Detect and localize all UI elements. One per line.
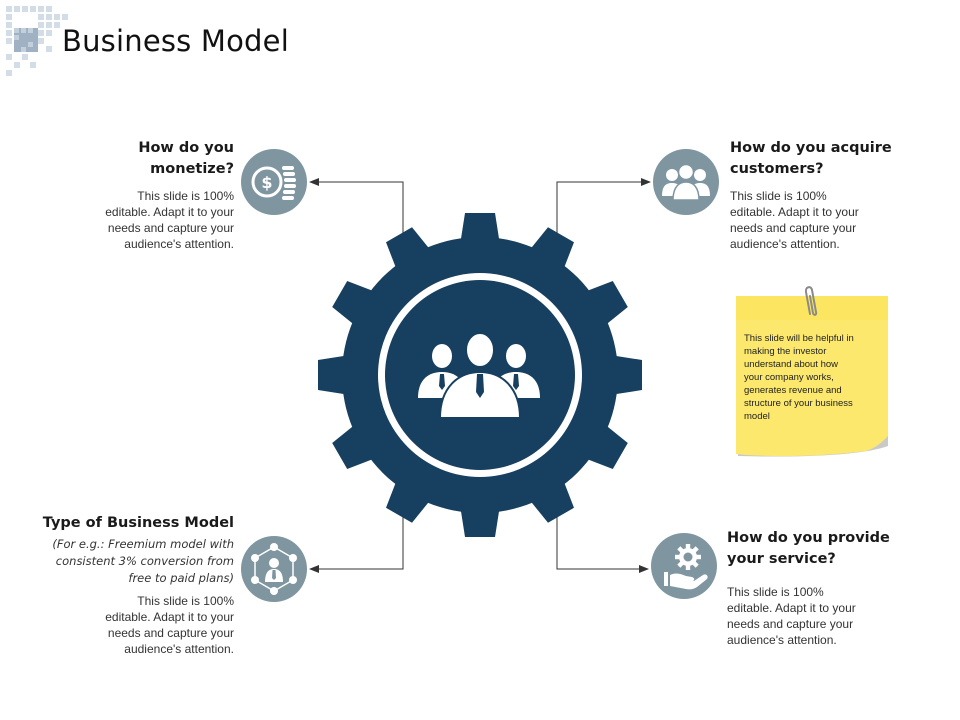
sticky-line: generates revenue and xyxy=(744,385,842,396)
sticky-note-text: This slide will be helpful in making the… xyxy=(744,332,878,423)
dollar-coins-icon: $ xyxy=(241,149,307,215)
small-gear-tooth xyxy=(677,560,685,568)
sticky-line: your company works, xyxy=(744,372,834,383)
service-desc-line: audience's attention. xyxy=(727,633,837,647)
monetize-desc-line: This slide is 100% xyxy=(137,189,234,203)
type-desc-line: editable. Adapt it to your xyxy=(105,610,234,624)
gear-tooth xyxy=(610,355,642,395)
decorative-squares xyxy=(6,6,68,76)
small-gear-tooth xyxy=(685,544,691,550)
small-gear-tooth xyxy=(685,564,691,570)
business-model-type-note: (For e.g.: Freemium model with consisten… xyxy=(34,536,234,587)
note-line: (For e.g.: Freemium model with xyxy=(52,537,234,551)
monetize-heading-line2: monetize? xyxy=(150,161,234,177)
gear-tooth xyxy=(582,281,628,328)
gear-tooth xyxy=(460,213,500,245)
sticky-line: This slide will be helpful in xyxy=(744,333,854,344)
acquire-customers-heading: How do you acquire customers? xyxy=(730,138,910,180)
gear-hand-icon xyxy=(651,533,717,599)
business-model-type-heading: Type of Business Model xyxy=(42,515,234,531)
gear-tooth xyxy=(386,227,433,273)
business-team-icon xyxy=(418,332,540,419)
connector-bottom-left xyxy=(309,505,404,573)
provide-service-block: How do you provide your service? This sl… xyxy=(727,528,907,648)
monetize-desc-line: editable. Adapt it to your xyxy=(105,205,234,219)
small-gear-tooth xyxy=(691,560,699,568)
svg-text:$: $ xyxy=(261,173,272,192)
gear-tooth xyxy=(318,355,350,395)
business-model-type-block: Type of Business Model (For e.g.: Freemi… xyxy=(34,513,234,657)
acquire-desc-line: This slide is 100% xyxy=(730,189,827,203)
acquire-heading-line2: customers? xyxy=(730,161,824,177)
type-desc-line: This slide is 100% xyxy=(137,594,234,608)
page-title: Business Model xyxy=(62,24,289,58)
service-heading-line1: How do you provide xyxy=(727,530,890,546)
sticky-note: This slide will be helpful in making the… xyxy=(736,286,888,458)
connector-top-left xyxy=(309,178,404,285)
gear-tooth xyxy=(332,281,378,328)
type-desc-line: audience's attention. xyxy=(124,642,234,656)
note-line: free to paid plans) xyxy=(128,571,234,585)
service-desc-line: needs and capture your xyxy=(727,617,854,631)
provide-service-heading: How do you provide your service? xyxy=(727,528,907,570)
service-heading-line2: your service? xyxy=(727,551,836,567)
gear-tooth xyxy=(332,422,378,469)
connector-top-right xyxy=(556,178,651,285)
sticky-line: model xyxy=(744,411,770,422)
gear-tooth xyxy=(386,477,433,523)
acquire-customers-description: This slide is 100% editable. Adapt it to… xyxy=(730,188,910,252)
paperclip-icon xyxy=(804,286,818,316)
small-gear-tooth xyxy=(691,546,699,554)
acquire-customers-block: How do you acquire customers? This slide… xyxy=(730,138,910,252)
type-desc-line: needs and capture your xyxy=(107,626,234,640)
business-model-type-description: This slide is 100% editable. Adapt it to… xyxy=(34,593,234,657)
monetize-block: How do you monetize? This slide is 100% … xyxy=(84,138,234,252)
service-desc-line: editable. Adapt it to your xyxy=(727,601,856,615)
acquire-desc-line: needs and capture your xyxy=(730,221,857,235)
monetize-heading-line1: How do you xyxy=(138,140,234,156)
small-gear-tooth xyxy=(695,554,701,560)
acquire-desc-line: editable. Adapt it to your xyxy=(730,205,859,219)
gear-tooth xyxy=(527,477,574,523)
customers-group-icon xyxy=(653,149,719,215)
acquire-heading-line1: How do you acquire xyxy=(730,140,892,156)
monetize-heading: How do you monetize? xyxy=(84,138,234,180)
small-gear-tooth xyxy=(675,554,681,560)
monetize-desc-line: needs and capture your xyxy=(107,221,234,235)
monetize-description: This slide is 100% editable. Adapt it to… xyxy=(84,188,234,252)
service-desc-line: This slide is 100% xyxy=(727,585,824,599)
gear-tooth xyxy=(460,505,500,537)
gear-tooth xyxy=(582,422,628,469)
provide-service-description: This slide is 100% editable. Adapt it to… xyxy=(727,584,907,648)
network-person-icon xyxy=(241,536,307,602)
note-line: consistent 3% conversion from xyxy=(55,554,234,568)
sticky-line: making the investor xyxy=(744,346,827,357)
sticky-line: structure of your business xyxy=(744,398,853,409)
acquire-desc-line: audience's attention. xyxy=(730,237,840,251)
gear-tooth xyxy=(527,227,574,273)
connector-bottom-right xyxy=(556,505,649,573)
sticky-line: understand about how xyxy=(744,359,839,370)
small-gear-tooth xyxy=(677,546,685,554)
sticky-note-paper xyxy=(736,296,888,457)
monetize-desc-line: audience's attention. xyxy=(124,237,234,251)
